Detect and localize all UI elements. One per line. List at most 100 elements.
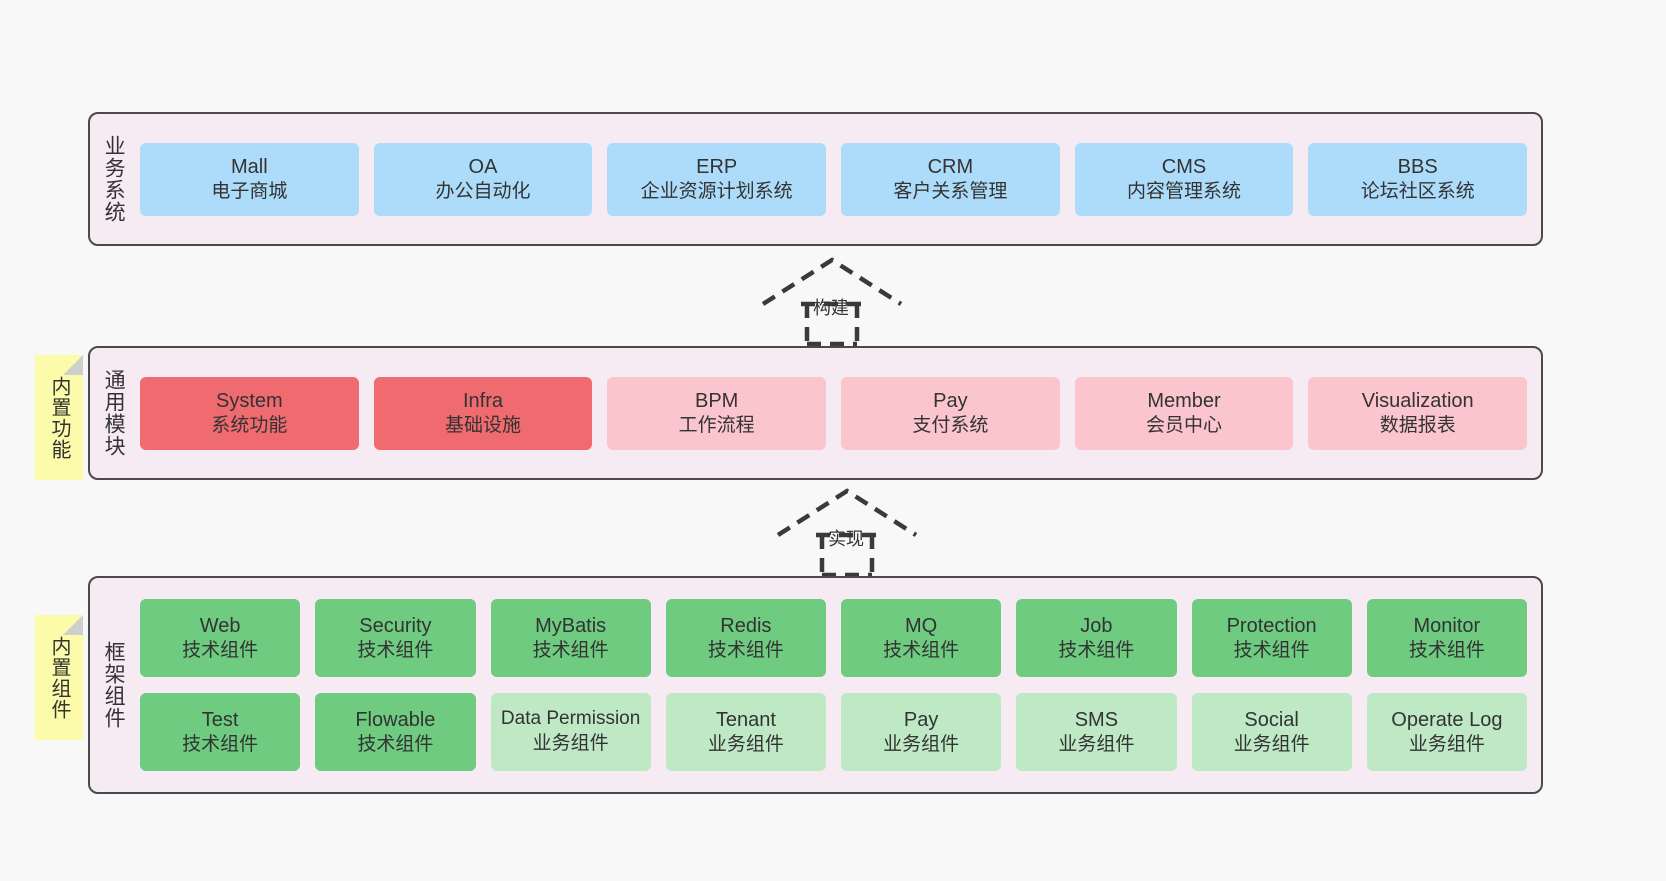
card-test[interactable]: Test 技术组件	[140, 693, 301, 771]
card-bbs[interactable]: BBS 论坛社区系统	[1308, 142, 1528, 216]
card-title: Job	[1080, 614, 1113, 637]
card-subtitle: 会员中心	[1146, 414, 1223, 436]
card-subtitle: 业务组件	[1058, 733, 1135, 755]
card-subtitle: 业务组件	[707, 733, 784, 755]
card-subtitle: 企业资源计划系统	[640, 180, 793, 202]
card-protection[interactable]: Protection 技术组件	[1191, 599, 1352, 677]
card-bpm[interactable]: BPM 工作流程	[607, 376, 827, 450]
card-pay-module[interactable]: Pay 支付系统	[841, 376, 1060, 450]
card-system[interactable]: System 系统功能	[140, 376, 359, 450]
card-sms[interactable]: SMS 业务组件	[1016, 693, 1177, 771]
card-operate-log[interactable]: Operate Log 业务组件	[1366, 693, 1527, 771]
card-title: Redis	[720, 614, 772, 637]
card-subtitle: 数据报表	[1379, 414, 1456, 436]
card-infra[interactable]: Infra 基础设施	[373, 376, 593, 450]
card-mall[interactable]: Mall 电子商城	[140, 142, 359, 216]
card-row: System 系统功能 Infra 基础设施 BPM 工作流程 Pay 支付系统…	[140, 376, 1528, 450]
note-builtin-function: 内置功能	[35, 355, 83, 480]
card-title: Pay	[903, 708, 939, 731]
note-builtin-component: 内置组件	[35, 615, 83, 740]
card-row: Test 技术组件 Flowable 技术组件 Data Permission …	[140, 693, 1527, 771]
card-title: Web	[199, 614, 241, 637]
card-subtitle: 系统功能	[211, 414, 288, 436]
card-cms[interactable]: CMS 内容管理系统	[1074, 142, 1294, 216]
card-title: System	[215, 389, 283, 412]
card-subtitle: 技术组件	[357, 639, 434, 661]
layer-framework-component: 框架组件 Web 技术组件 Security 技术组件 MyBatis 技术组件…	[88, 576, 1543, 794]
card-title: Pay	[933, 389, 968, 412]
card-visualization[interactable]: Visualization 数据报表	[1308, 376, 1528, 450]
connector-implement-label: 实现	[828, 529, 864, 549]
card-title: BBS	[1397, 155, 1438, 178]
card-title: Social	[1244, 708, 1299, 731]
layer-title-business-system: 业务系统	[102, 135, 126, 223]
card-subtitle: 内容管理系统	[1127, 180, 1242, 202]
card-title: BPM	[695, 389, 739, 412]
card-subtitle: 电子商城	[211, 180, 288, 202]
card-row: Web 技术组件 Security 技术组件 MyBatis 技术组件 Redi…	[140, 599, 1527, 677]
card-title: SMS	[1074, 708, 1119, 731]
layer-body-business-system: Mall 电子商城 OA 办公自动化 ERP 企业资源计划系统 CRM 客户关系…	[136, 114, 1541, 244]
layer-body-common-module: System 系统功能 Infra 基础设施 BPM 工作流程 Pay 支付系统…	[136, 348, 1541, 478]
card-title: MyBatis	[535, 614, 607, 637]
connector-build-label: 构建	[813, 298, 849, 318]
card-subtitle: 办公自动化	[435, 180, 531, 202]
card-crm[interactable]: CRM 客户关系管理	[841, 142, 1060, 216]
card-subtitle: 论坛社区系统	[1360, 180, 1475, 202]
card-data-permission[interactable]: Data Permission 业务组件	[490, 693, 651, 771]
card-security[interactable]: Security 技术组件	[315, 599, 476, 677]
layer-business-system: 业务系统 Mall 电子商城 OA 办公自动化 ERP 企业资源计划系统 CRM…	[88, 112, 1543, 246]
card-subtitle: 业务组件	[532, 733, 609, 754]
card-subtitle: 技术组件	[707, 639, 784, 661]
card-title: Protection	[1226, 614, 1317, 637]
card-title: Mall	[231, 155, 268, 178]
layer-body-framework-component: Web 技术组件 Security 技术组件 MyBatis 技术组件 Redi…	[136, 578, 1541, 792]
card-row: Mall 电子商城 OA 办公自动化 ERP 企业资源计划系统 CRM 客户关系…	[140, 142, 1528, 216]
card-oa[interactable]: OA 办公自动化	[373, 142, 593, 216]
card-erp[interactable]: ERP 企业资源计划系统	[607, 142, 827, 216]
card-title: Tenant	[715, 708, 776, 731]
card-social[interactable]: Social 业务组件	[1191, 693, 1352, 771]
layer-title-framework-component: 框架组件	[102, 641, 126, 729]
card-title: CRM	[927, 155, 974, 178]
card-monitor[interactable]: Monitor 技术组件	[1366, 599, 1527, 677]
card-subtitle: 技术组件	[532, 639, 609, 661]
card-subtitle: 业务组件	[1408, 733, 1485, 755]
card-redis[interactable]: Redis 技术组件	[665, 599, 826, 677]
card-title: Flowable	[355, 708, 436, 731]
note-label: 内置组件	[48, 635, 70, 720]
card-subtitle: 业务组件	[883, 733, 960, 755]
card-title: Infra	[462, 389, 504, 412]
card-subtitle: 技术组件	[1058, 639, 1135, 661]
card-title: Operate Log	[1391, 708, 1503, 731]
card-subtitle: 技术组件	[883, 639, 960, 661]
card-title: CMS	[1161, 155, 1207, 178]
card-mybatis[interactable]: MyBatis 技术组件	[490, 599, 651, 677]
card-title: Security	[359, 614, 432, 637]
card-subtitle: 客户关系管理	[893, 180, 1008, 202]
card-subtitle: 支付系统	[912, 414, 989, 436]
card-subtitle: 技术组件	[1408, 639, 1485, 661]
card-subtitle: 技术组件	[357, 733, 434, 755]
card-subtitle: 技术组件	[1233, 639, 1310, 661]
card-subtitle: 工作流程	[678, 414, 755, 436]
card-title: Test	[201, 708, 239, 731]
card-web[interactable]: Web 技术组件	[140, 599, 301, 677]
card-subtitle: 技术组件	[182, 639, 259, 661]
card-title: Data Permission	[500, 708, 641, 730]
card-pay-component[interactable]: Pay 业务组件	[841, 693, 1002, 771]
card-title: Visualization	[1361, 389, 1474, 412]
card-flowable[interactable]: Flowable 技术组件	[315, 693, 476, 771]
note-label: 内置功能	[48, 375, 70, 460]
card-title: OA	[468, 155, 498, 178]
card-title: MQ	[905, 614, 938, 637]
card-tenant[interactable]: Tenant 业务组件	[665, 693, 826, 771]
layer-common-module: 通用模块 System 系统功能 Infra 基础设施 BPM 工作流程 Pay…	[88, 346, 1543, 480]
card-subtitle: 基础设施	[445, 414, 522, 436]
card-job[interactable]: Job 技术组件	[1016, 599, 1177, 677]
card-mq[interactable]: MQ 技术组件	[841, 599, 1002, 677]
card-title: ERP	[696, 155, 738, 178]
connector-build: 构建	[745, 256, 920, 347]
card-member[interactable]: Member 会员中心	[1074, 376, 1294, 450]
